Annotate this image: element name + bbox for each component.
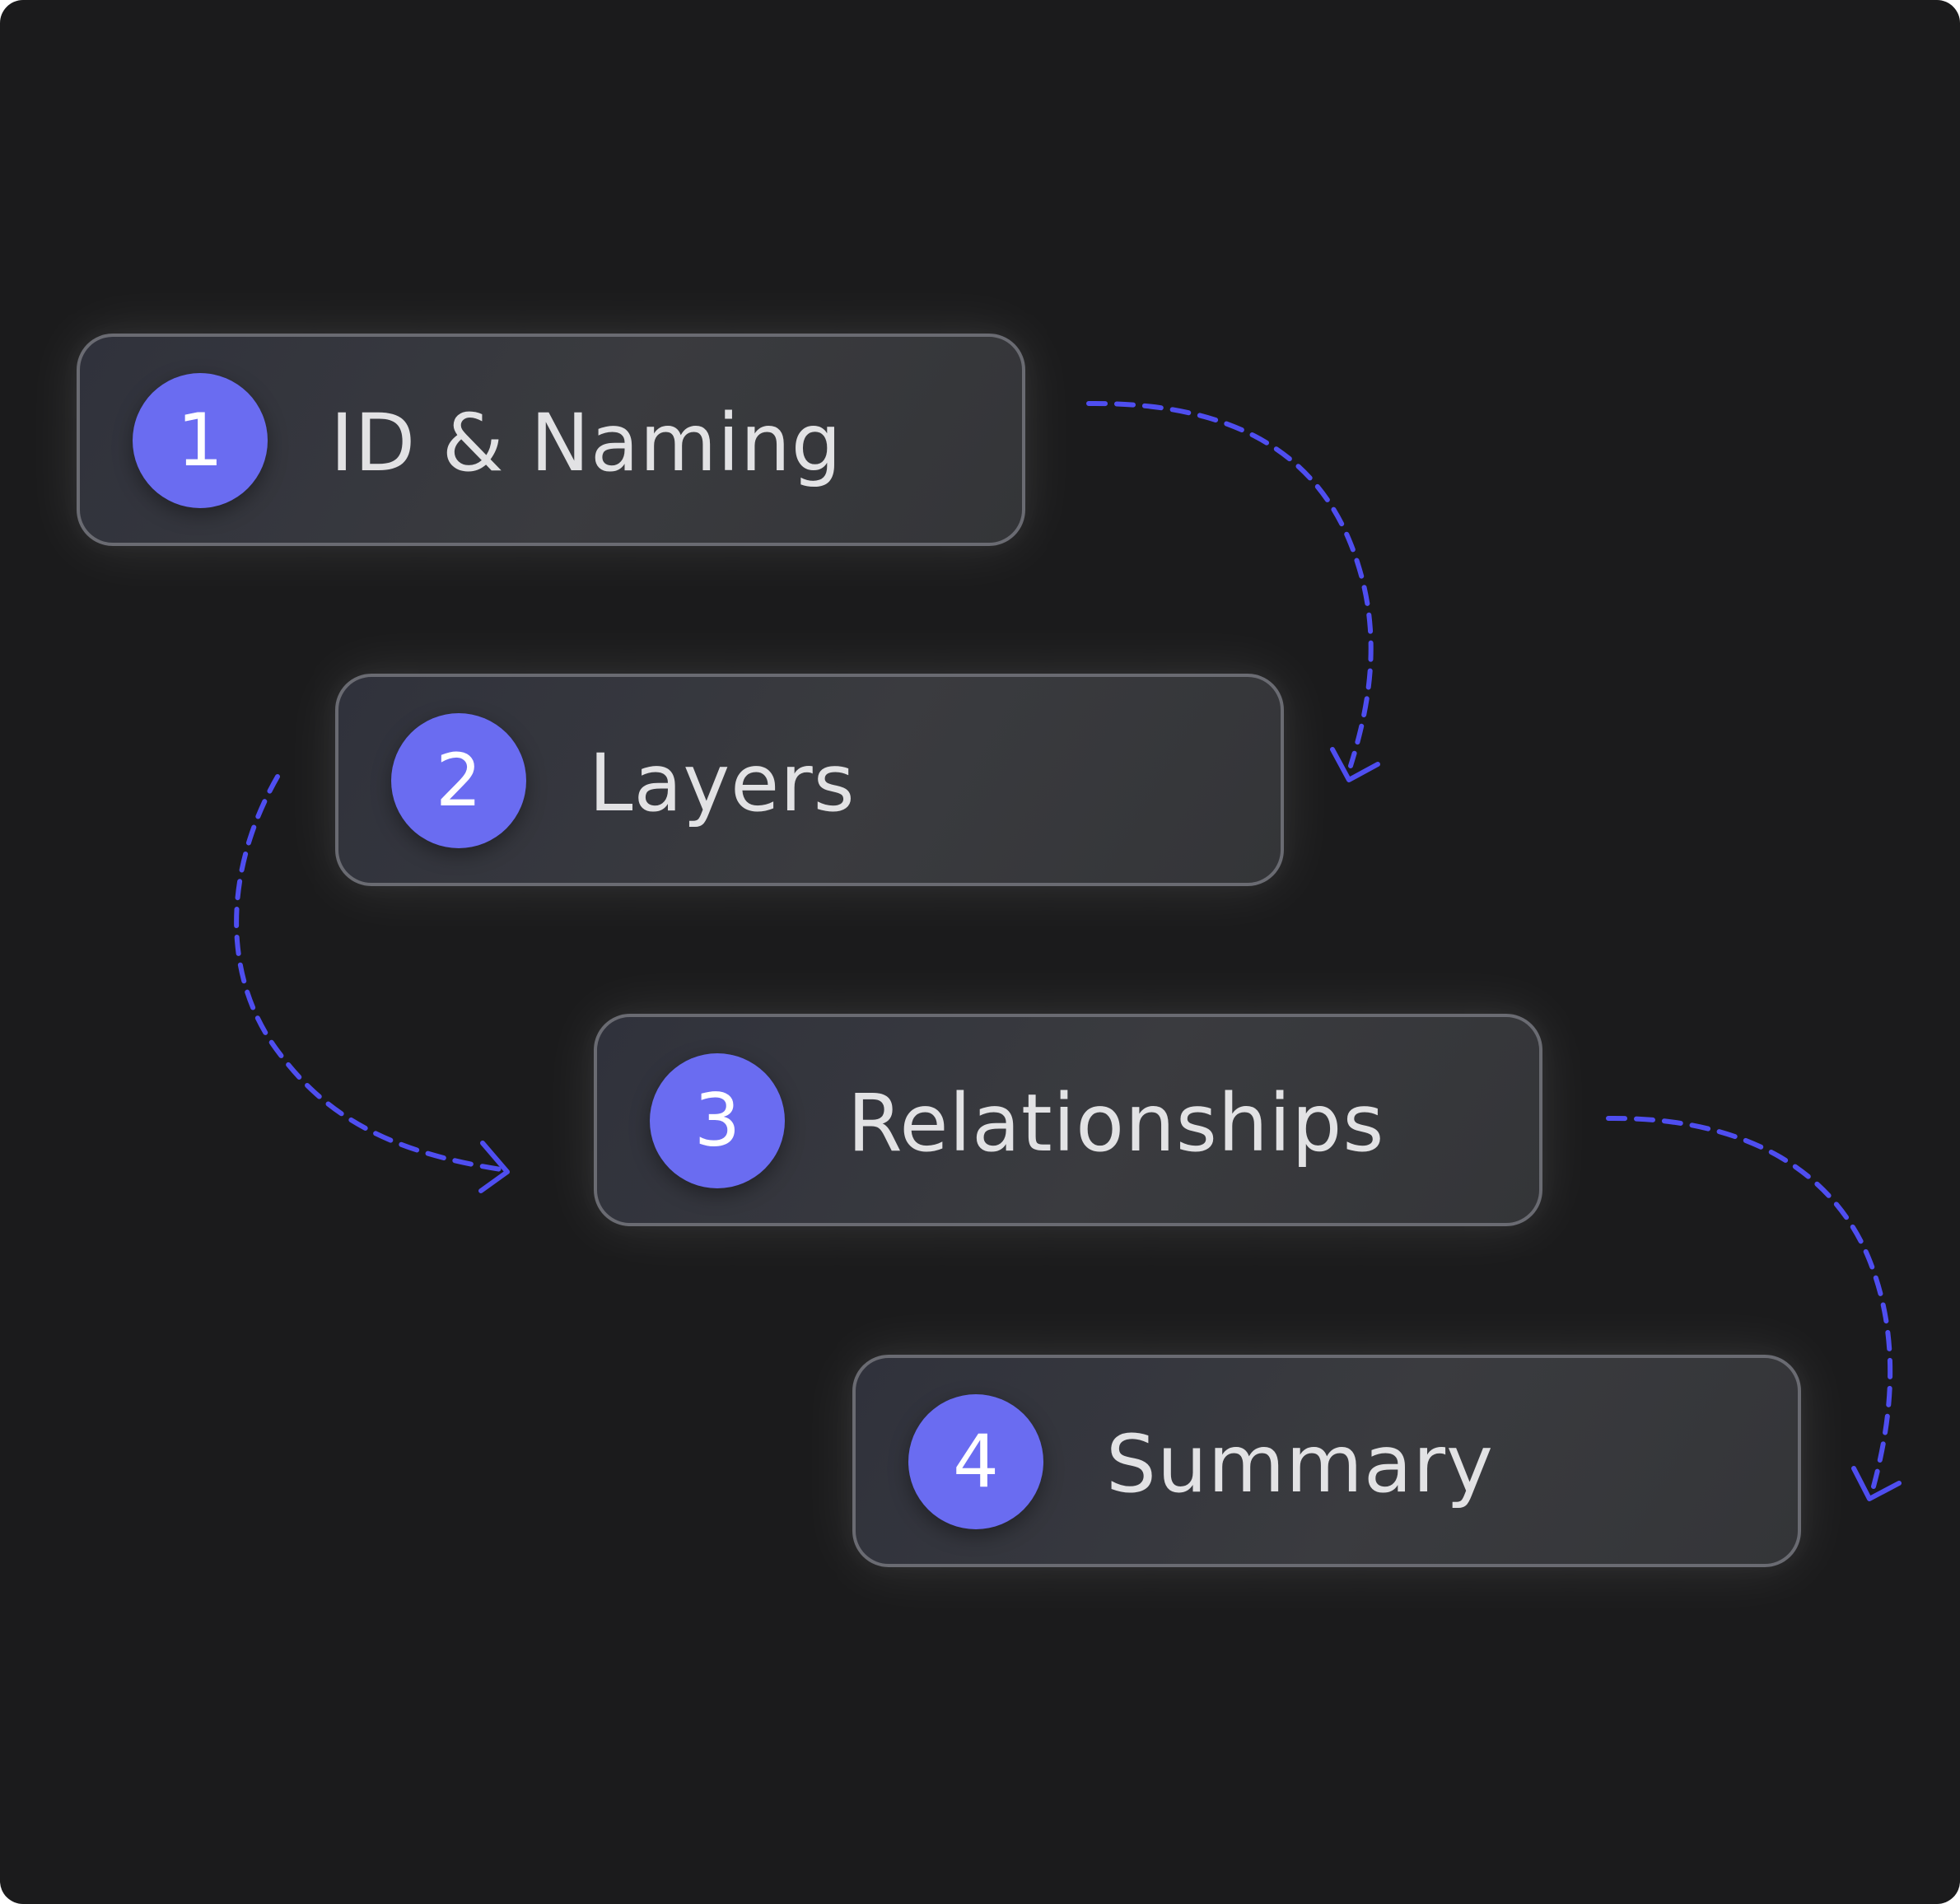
step-number-badge: 1 (133, 373, 268, 508)
step-card-relationships[interactable]: 3 Relationships (594, 1014, 1542, 1226)
step-label: ID & Naming (330, 397, 842, 489)
step-number-badge: 2 (391, 713, 526, 848)
step-card-id-naming[interactable]: 1 ID & Naming (77, 334, 1025, 546)
step-number-badge: 4 (908, 1394, 1043, 1529)
step-label: Summary (1106, 1418, 1494, 1510)
step-number-badge: 3 (650, 1053, 785, 1188)
step-card-layers[interactable]: 2 Layers (335, 674, 1284, 886)
step-card-summary[interactable]: 4 Summary (852, 1355, 1801, 1567)
step-label: Relationships (847, 1077, 1385, 1169)
step-label: Layers (589, 737, 856, 829)
